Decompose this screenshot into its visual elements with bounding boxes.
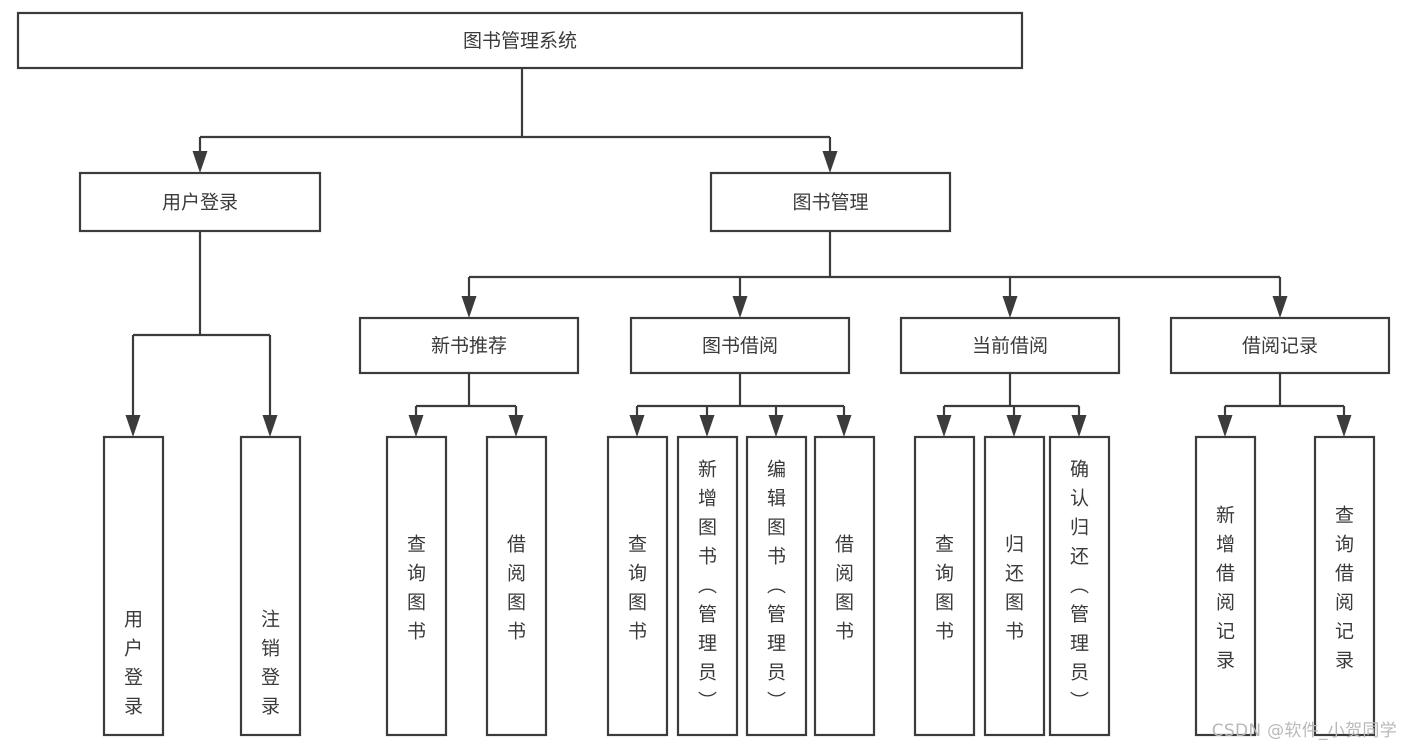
- node-label-leaf-borrow-book-2: 借阅图书: [835, 534, 854, 643]
- node-root[interactable]: 图书管理系统: [16, 11, 1024, 70]
- connector-group-bus-user-login: [125, 231, 278, 437]
- node-label-current-borrow: 当前借阅: [972, 335, 1048, 357]
- node-label-user-login: 用户登录: [162, 192, 238, 214]
- arrow-icon-leaf-query-borrow-record: [1336, 415, 1352, 437]
- connector-group-bus-current-borrow: [936, 373, 1087, 437]
- node-layer: 图书管理系统用户登录图书管理新书推荐图书借阅当前借阅借阅记录用户登录注销登录查询…: [16, 11, 1391, 737]
- connector-group-bus-new-book-recommend: [408, 373, 524, 437]
- node-book-management[interactable]: 图书管理: [709, 171, 952, 233]
- arrow-icon-leaf-logout: [262, 415, 278, 437]
- arrow-icon-new-book-recommend: [461, 296, 477, 318]
- node-label-leaf-logout: 注销登录: [261, 609, 280, 718]
- node-box-leaf-query-borrow-record: [1313, 435, 1376, 737]
- node-box-leaf-borrow-book-2: [813, 435, 876, 737]
- arrow-icon-book-borrow: [732, 296, 748, 318]
- node-label-leaf-add-book: 新增图书（管理员）: [698, 459, 718, 713]
- node-box-leaf-edit-book: [745, 435, 808, 737]
- node-box-leaf-query-book-2: [606, 435, 669, 737]
- vertical-bracket-glyph: ）: [767, 690, 787, 712]
- node-leaf-confirm-return[interactable]: 确认归还（管理员）: [1048, 435, 1111, 737]
- arrow-icon-user-login: [192, 151, 208, 173]
- arrow-icon-leaf-borrow-book-2: [836, 415, 852, 437]
- node-label-leaf-add-borrow-record: 新增借阅记录: [1216, 505, 1235, 672]
- node-label-leaf-user-login: 用户登录: [124, 609, 143, 718]
- arrow-icon-book-management: [822, 151, 838, 173]
- arrow-icon-leaf-query-book-2: [629, 415, 645, 437]
- node-leaf-edit-book[interactable]: 编辑图书（管理员）: [745, 435, 808, 737]
- node-leaf-logout[interactable]: 注销登录: [239, 435, 302, 737]
- arrow-icon-current-borrow: [1002, 296, 1018, 318]
- node-label-book-management: 图书管理: [792, 192, 868, 214]
- node-box-leaf-logout: [239, 435, 302, 737]
- node-box-leaf-add-borrow-record: [1194, 435, 1257, 737]
- vertical-bracket-glyph: （: [767, 575, 787, 597]
- vertical-bracket-glyph: ）: [1070, 690, 1090, 712]
- watermark: CSDN @软件_小贺同学: [1211, 721, 1397, 741]
- node-leaf-borrow-book-1[interactable]: 借阅图书: [485, 435, 548, 737]
- node-box-leaf-query-book-1: [385, 435, 448, 737]
- node-leaf-query-book-3[interactable]: 查询图书: [913, 435, 976, 737]
- node-label-new-book-recommend: 新书推荐: [431, 335, 507, 357]
- vertical-bracket-glyph: （: [698, 575, 718, 597]
- node-box-leaf-user-login: [102, 435, 165, 737]
- arrow-icon-leaf-borrow-book-1: [508, 415, 524, 437]
- node-label-leaf-query-book-1: 查询图书: [407, 534, 426, 643]
- vertical-bracket-glyph: （: [1070, 575, 1090, 597]
- node-leaf-return-book[interactable]: 归还图书: [983, 435, 1046, 737]
- node-new-book-recommend[interactable]: 新书推荐: [358, 316, 580, 375]
- connector-group-bus-borrow-record: [1217, 373, 1352, 437]
- node-label-book-borrow: 图书借阅: [702, 335, 778, 357]
- node-box-leaf-query-book-3: [913, 435, 976, 737]
- arrow-icon-borrow-record: [1272, 296, 1288, 318]
- node-label-leaf-query-book-2: 查询图书: [628, 534, 647, 643]
- node-leaf-add-book[interactable]: 新增图书（管理员）: [676, 435, 739, 737]
- node-box-leaf-add-book: [676, 435, 739, 737]
- node-label-leaf-edit-book: 编辑图书（管理员）: [767, 459, 787, 713]
- arrow-icon-leaf-edit-book: [768, 415, 784, 437]
- node-leaf-add-borrow-record[interactable]: 新增借阅记录: [1194, 435, 1257, 737]
- node-leaf-query-borrow-record[interactable]: 查询借阅记录: [1313, 435, 1376, 737]
- node-box-leaf-return-book: [983, 435, 1046, 737]
- node-box-book-borrow: [629, 316, 851, 375]
- arrow-icon-leaf-query-book-1: [408, 415, 424, 437]
- node-box-book-management: [709, 171, 952, 233]
- arrow-icon-leaf-return-book: [1006, 415, 1022, 437]
- connector-group-bus-book-borrow: [629, 373, 852, 437]
- connector-layer: [125, 68, 1352, 437]
- arrow-icon-leaf-query-book-3: [936, 415, 952, 437]
- node-borrow-record[interactable]: 借阅记录: [1169, 316, 1391, 375]
- node-box-leaf-confirm-return: [1048, 435, 1111, 737]
- node-box-leaf-borrow-book-1: [485, 435, 548, 737]
- node-label-leaf-query-borrow-record: 查询借阅记录: [1335, 505, 1354, 672]
- node-label-root: 图书管理系统: [463, 30, 577, 52]
- node-box-borrow-record: [1169, 316, 1391, 375]
- node-label-leaf-query-book-3: 查询图书: [935, 534, 954, 643]
- node-leaf-query-book-1[interactable]: 查询图书: [385, 435, 448, 737]
- arrow-icon-leaf-user-login: [125, 415, 141, 437]
- node-leaf-user-login[interactable]: 用户登录: [102, 435, 165, 737]
- node-label-borrow-record: 借阅记录: [1242, 335, 1318, 357]
- connector-group-bus-book-management: [461, 231, 1288, 318]
- node-box-new-book-recommend: [358, 316, 580, 375]
- node-current-borrow[interactable]: 当前借阅: [899, 316, 1121, 375]
- node-label-leaf-confirm-return: 确认归还（管理员）: [1070, 459, 1090, 713]
- node-label-leaf-return-book: 归还图书: [1005, 534, 1024, 643]
- node-box-root: [16, 11, 1024, 70]
- connector-group-bus-root: [192, 68, 838, 173]
- node-label-leaf-borrow-book-1: 借阅图书: [507, 534, 526, 643]
- arrow-icon-leaf-confirm-return: [1071, 415, 1087, 437]
- node-box-user-login: [78, 171, 322, 233]
- vertical-bracket-glyph: ）: [698, 690, 718, 712]
- node-user-login[interactable]: 用户登录: [78, 171, 322, 233]
- arrow-icon-leaf-add-borrow-record: [1217, 415, 1233, 437]
- node-leaf-query-book-2[interactable]: 查询图书: [606, 435, 669, 737]
- arrow-icon-leaf-add-book: [699, 415, 715, 437]
- node-box-current-borrow: [899, 316, 1121, 375]
- node-leaf-borrow-book-2[interactable]: 借阅图书: [813, 435, 876, 737]
- node-book-borrow[interactable]: 图书借阅: [629, 316, 851, 375]
